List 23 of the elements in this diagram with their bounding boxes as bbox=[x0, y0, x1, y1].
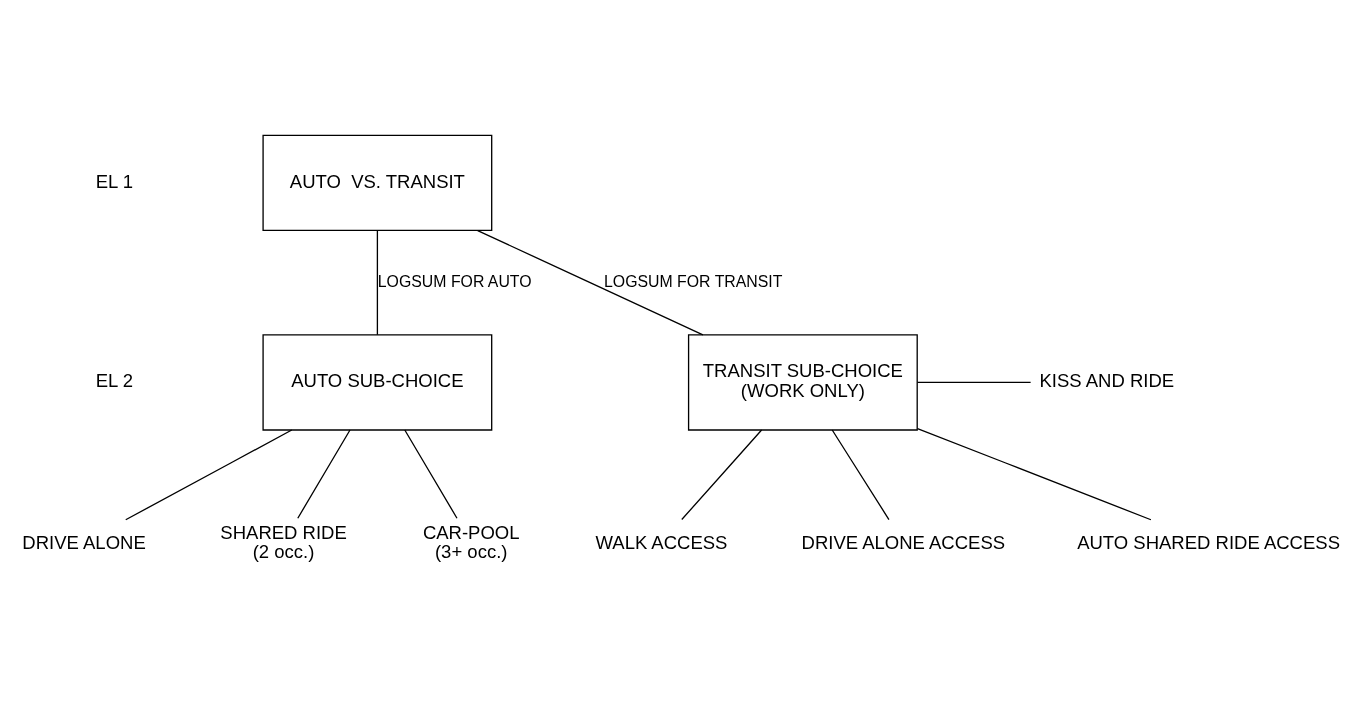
label: EL 1 bbox=[95, 170, 134, 192]
node-text: WALK ACCESS bbox=[595, 531, 728, 552]
connector bbox=[681, 428, 763, 520]
connector bbox=[916, 381, 1032, 383]
edge-label: LOGSUM FOR AUTO bbox=[377, 272, 532, 290]
label: EL 2 bbox=[95, 369, 134, 391]
node-text: AUTO SHARED RIDE ACCESS bbox=[1077, 531, 1340, 552]
node-text: CAR-POOL (3+ occ.) bbox=[422, 521, 520, 562]
node-box: AUTO VS. TRANSIT bbox=[262, 134, 493, 231]
connector bbox=[404, 428, 458, 519]
node-text: DRIVE ALONE ACCESS bbox=[801, 531, 1006, 552]
node-text: KISS AND RIDE bbox=[1039, 369, 1175, 391]
node-text: SHARED RIDE (2 occ.) bbox=[220, 521, 347, 562]
node-box: TRANSIT SUB-CHOICE (WORK ONLY) bbox=[687, 333, 918, 431]
node-box: AUTO SUB-CHOICE bbox=[262, 333, 493, 431]
connector bbox=[477, 229, 704, 335]
connector bbox=[831, 428, 890, 520]
connector bbox=[916, 427, 1152, 520]
connector bbox=[125, 428, 293, 520]
edge-label: LOGSUM FOR TRANSIT bbox=[604, 272, 783, 290]
node-text: DRIVE ALONE bbox=[22, 531, 146, 552]
connector bbox=[297, 428, 351, 519]
connector bbox=[376, 229, 379, 335]
